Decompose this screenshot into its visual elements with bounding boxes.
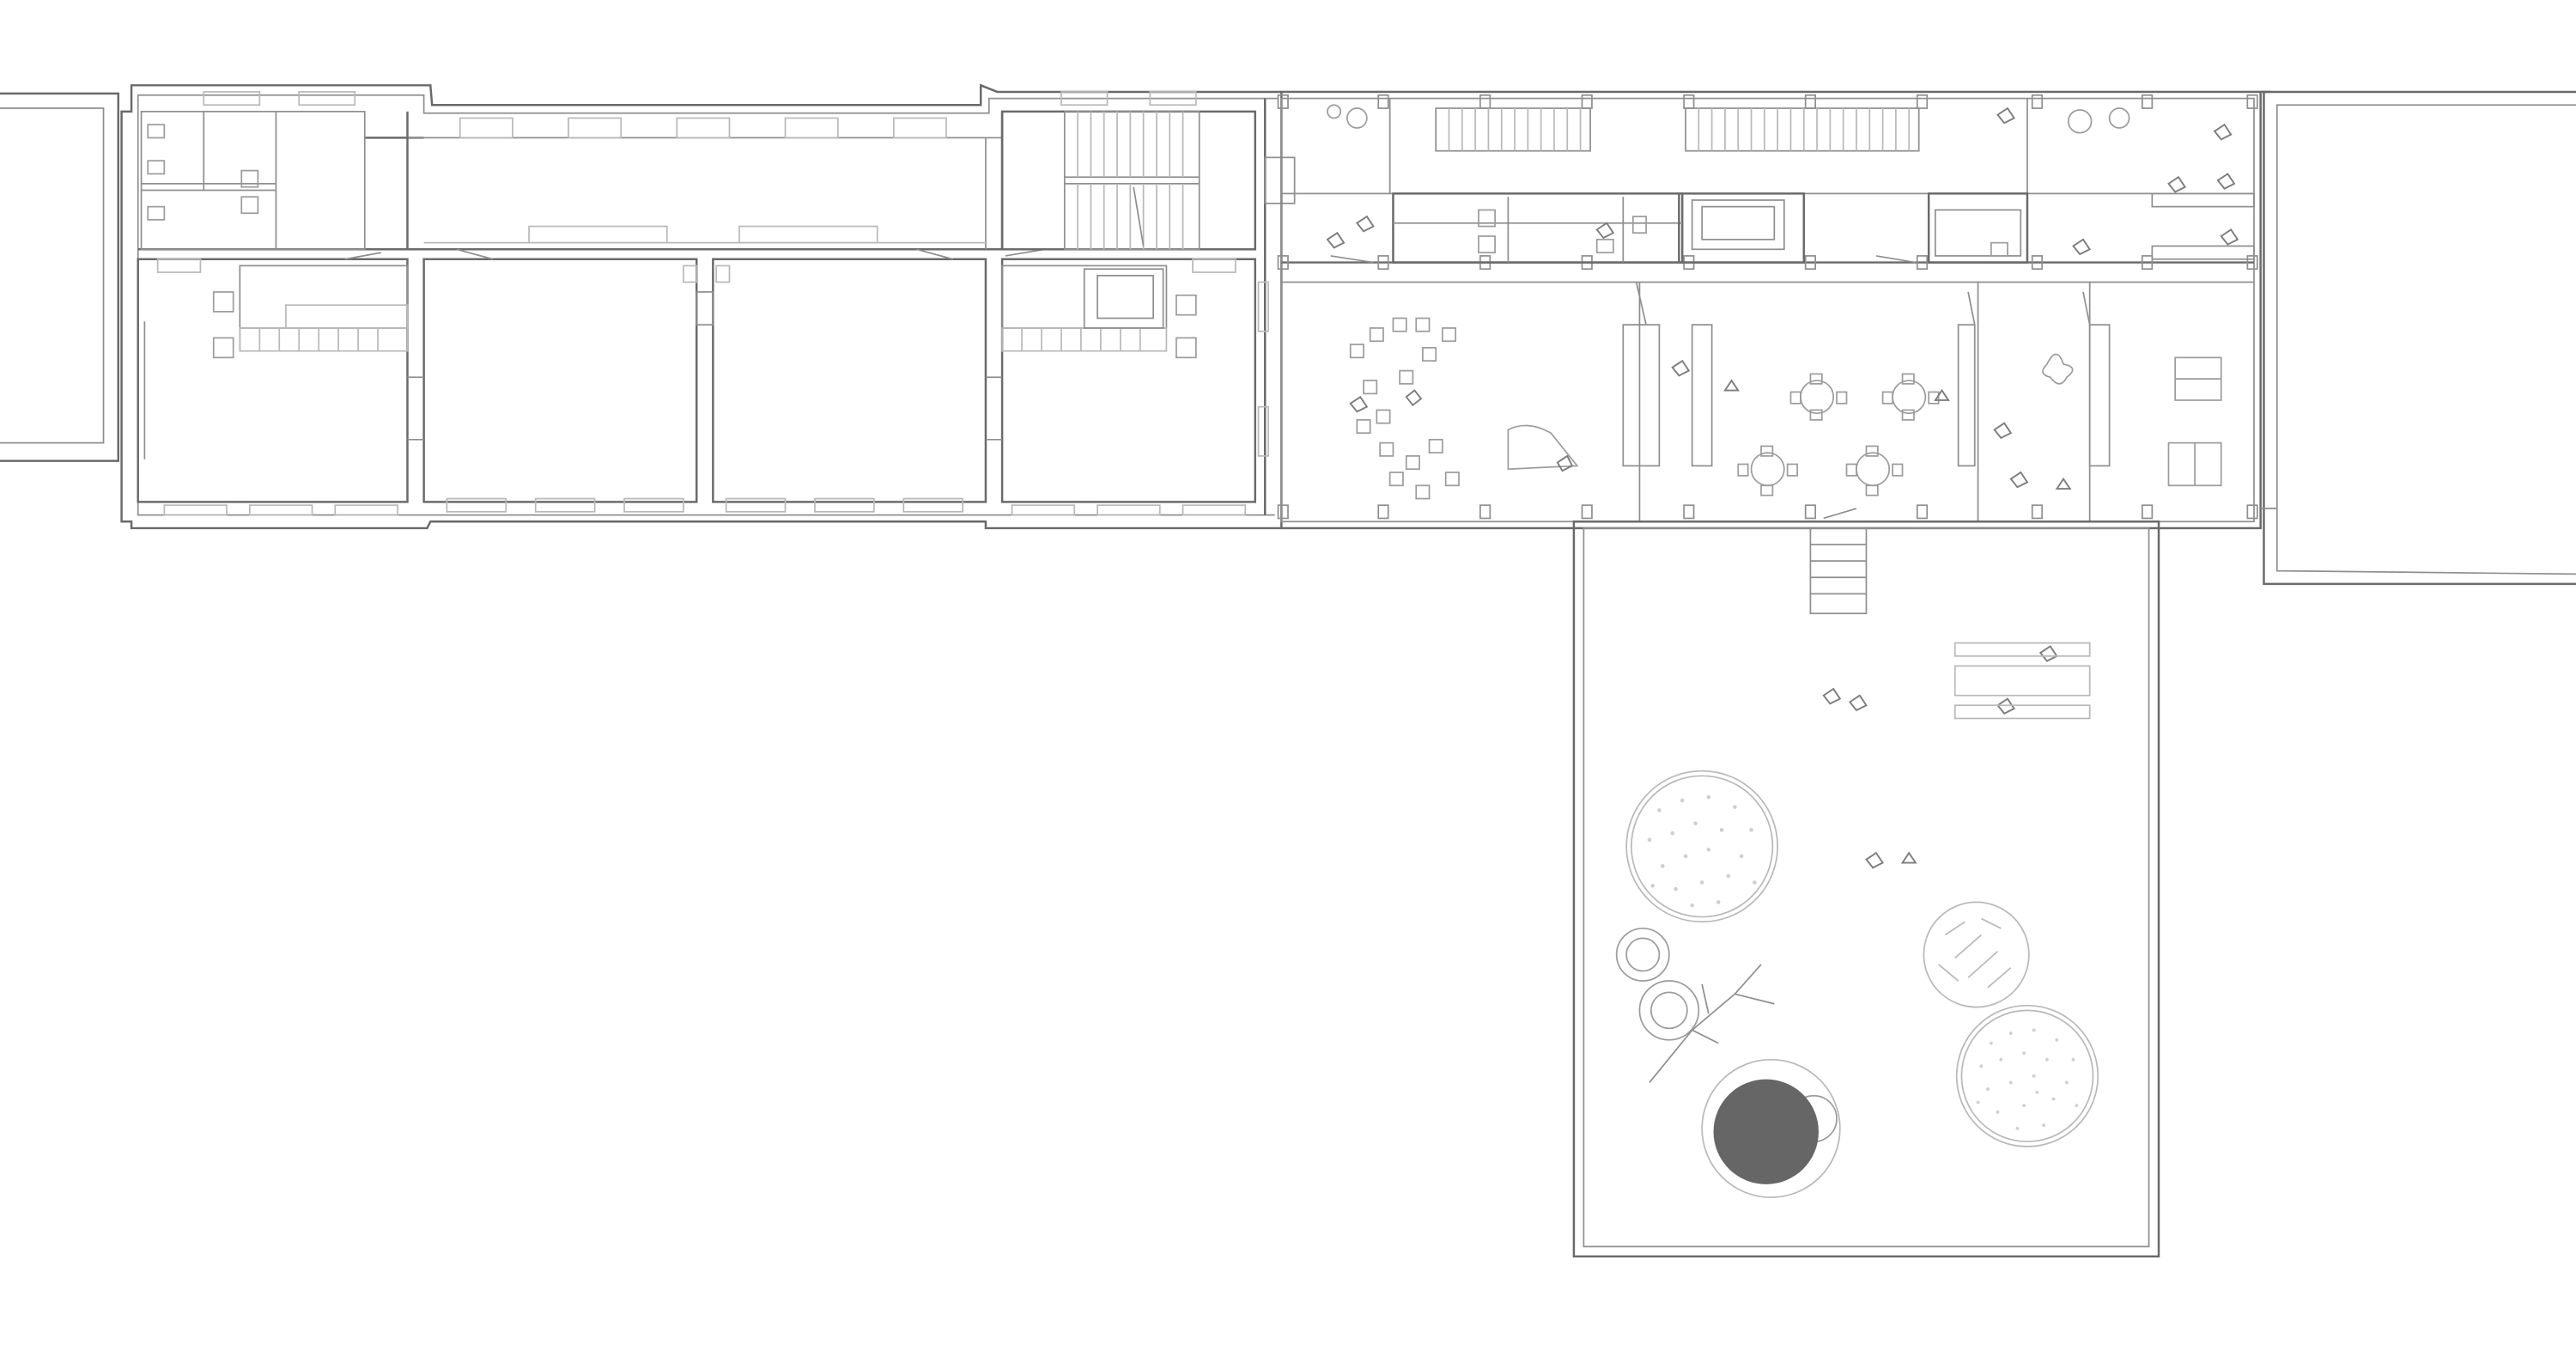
round-planter-dotted (1955, 1004, 2099, 1147)
round-planter-large (1625, 770, 1779, 923)
new-building-wing (1277, 90, 2277, 530)
classroom-furniture (1327, 104, 2222, 500)
people-figures (1326, 107, 2239, 869)
garden-steps (1809, 527, 1868, 615)
old-building-wing (120, 83, 1296, 530)
fallen-branch (1649, 964, 1775, 1083)
dark-circular-feature (1701, 1058, 1841, 1198)
neighbour-building-right (2263, 90, 2576, 586)
benches (1953, 642, 2091, 720)
neighbour-building-left (0, 92, 119, 462)
round-planter-small (1923, 901, 2030, 1008)
garden-courtyard (1572, 520, 2160, 1258)
stair-core (1000, 91, 1256, 251)
